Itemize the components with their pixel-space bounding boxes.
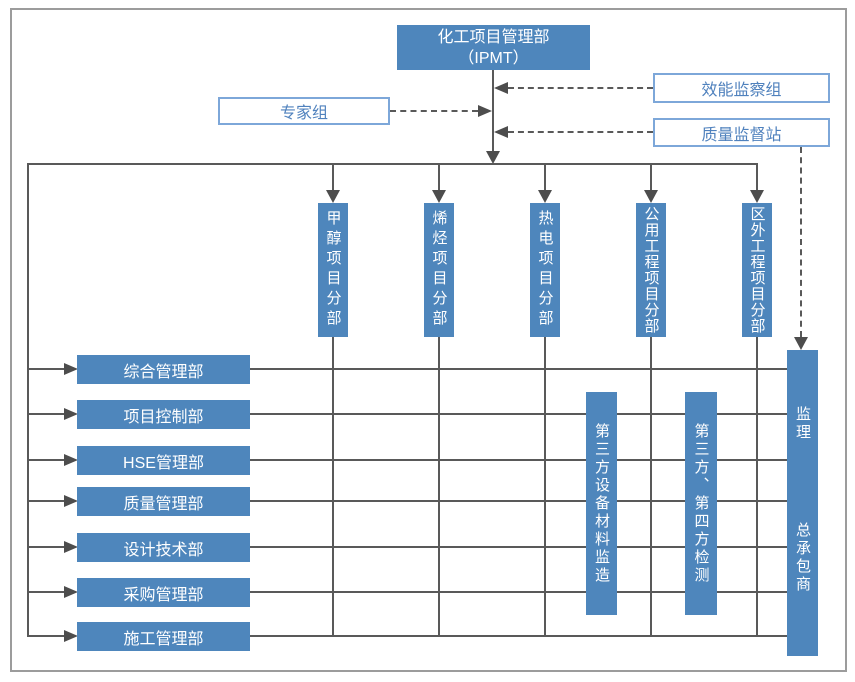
division-column-line xyxy=(544,337,546,636)
dept-label: 采购管理部 xyxy=(123,586,204,604)
division-column-line xyxy=(332,337,334,636)
third-party-label: 第三方、第四方检测 xyxy=(692,422,710,585)
node-third-party-supervision: 第三方设备材料监造 xyxy=(586,392,617,615)
dept-feed-line xyxy=(27,500,64,502)
arrowhead-down-icon xyxy=(794,337,808,350)
arrowhead-down-icon xyxy=(538,190,552,203)
division-column-line xyxy=(438,337,440,636)
node-dept-quality: 质量管理部 xyxy=(77,487,250,516)
division-column-line xyxy=(650,337,652,636)
node-ipmt: 化工项目管理部 （IPMT） xyxy=(397,25,590,70)
dept-row-line xyxy=(250,459,787,461)
division-label: 烯烃项目分部 xyxy=(430,210,448,330)
dept-label: 设计技术部 xyxy=(123,541,204,559)
division-drop-line xyxy=(650,163,652,190)
left-feed-line xyxy=(27,163,29,636)
efficiency-group-label: 效能监察组 xyxy=(701,82,782,99)
dept-feed-line xyxy=(27,413,64,415)
node-efficiency-group: 效能监察组 xyxy=(653,73,830,103)
chart-frame xyxy=(10,8,847,672)
arrowhead-left-icon xyxy=(494,82,508,94)
node-dept-hse: HSE管理部 xyxy=(77,446,250,475)
node-division-olefin: 烯烃项目分部 xyxy=(424,203,454,337)
expert-group-label: 专家组 xyxy=(279,105,328,122)
dept-row-line xyxy=(250,368,787,370)
division-label: 甲醇项目分部 xyxy=(324,210,342,330)
arrowhead-right-icon xyxy=(64,586,78,598)
ipmt-drop-line xyxy=(492,70,494,152)
dept-row-line xyxy=(250,546,787,548)
arrowhead-right-icon xyxy=(64,541,78,553)
dept-feed-line xyxy=(27,459,64,461)
node-dept-procurement: 采购管理部 xyxy=(77,578,250,607)
dept-row-line xyxy=(250,635,787,637)
arrowhead-down-icon xyxy=(644,190,658,203)
trunk-line xyxy=(27,163,757,165)
node-division-outside-works: 区外工程项目分部 xyxy=(742,203,772,337)
node-expert-group: 专家组 xyxy=(218,97,390,125)
division-column-line xyxy=(756,337,758,636)
node-dept-construction: 施工管理部 xyxy=(77,622,250,651)
ipmt-title-line2: （IPMT） xyxy=(458,49,529,67)
dept-row-line xyxy=(250,591,787,593)
dept-label: 项目控制部 xyxy=(123,408,204,426)
dept-label: 质量管理部 xyxy=(123,495,204,513)
division-drop-line xyxy=(438,163,440,190)
arrowhead-down-icon xyxy=(486,151,500,164)
third-party-label: 第三方设备材料监造 xyxy=(593,422,610,585)
node-third-party-inspection: 第三方、第四方检测 xyxy=(685,392,717,615)
arrowhead-right-icon xyxy=(64,630,78,642)
general-contractor-label: 总承包商 xyxy=(794,522,811,594)
node-dept-general-management: 综合管理部 xyxy=(77,355,250,384)
efficiency-dashed-line xyxy=(508,87,653,89)
division-drop-line xyxy=(756,163,758,190)
quality-station-drop-dashed-line xyxy=(800,147,802,337)
expert-dashed-line xyxy=(390,110,478,112)
division-label: 热电项目分部 xyxy=(536,210,554,330)
dept-label: HSE管理部 xyxy=(123,454,204,472)
dept-feed-line xyxy=(27,368,64,370)
arrowhead-right-icon xyxy=(478,105,492,117)
arrowhead-right-icon xyxy=(64,363,78,375)
arrowhead-right-icon xyxy=(64,495,78,507)
node-dept-project-control: 项目控制部 xyxy=(77,400,250,429)
node-division-utility-works: 公用工程项目分部 xyxy=(636,203,666,337)
division-label: 公用工程项目分部 xyxy=(642,206,660,334)
arrowhead-right-icon xyxy=(64,408,78,420)
quality-station-label: 质量监督站 xyxy=(701,126,782,144)
node-division-thermal-power: 热电项目分部 xyxy=(530,203,560,337)
supervision-label: 监理 xyxy=(794,406,811,442)
dept-feed-line xyxy=(27,635,64,637)
node-division-methanol: 甲醇项目分部 xyxy=(318,203,348,337)
arrowhead-right-icon xyxy=(64,454,78,466)
node-quality-station: 质量监督站 xyxy=(653,118,830,147)
dept-label: 施工管理部 xyxy=(123,630,204,648)
division-label: 区外工程项目分部 xyxy=(748,206,766,334)
arrowhead-left-icon xyxy=(494,126,508,138)
node-dept-design-technology: 设计技术部 xyxy=(77,533,250,562)
dept-row-line xyxy=(250,413,787,415)
dept-row-line xyxy=(250,500,787,502)
arrowhead-down-icon xyxy=(750,190,764,203)
arrowhead-down-icon xyxy=(432,190,446,203)
division-drop-line xyxy=(332,163,334,190)
dept-feed-line xyxy=(27,591,64,593)
division-drop-line xyxy=(544,163,546,190)
ipmt-title-line1: 化工项目管理部 xyxy=(437,28,550,46)
dept-feed-line xyxy=(27,546,64,548)
quality-station-dashed-line xyxy=(508,131,653,133)
dept-label: 综合管理部 xyxy=(123,363,204,381)
node-contractor-column: 监理 总承包商 xyxy=(787,350,818,656)
arrowhead-down-icon xyxy=(326,190,340,203)
